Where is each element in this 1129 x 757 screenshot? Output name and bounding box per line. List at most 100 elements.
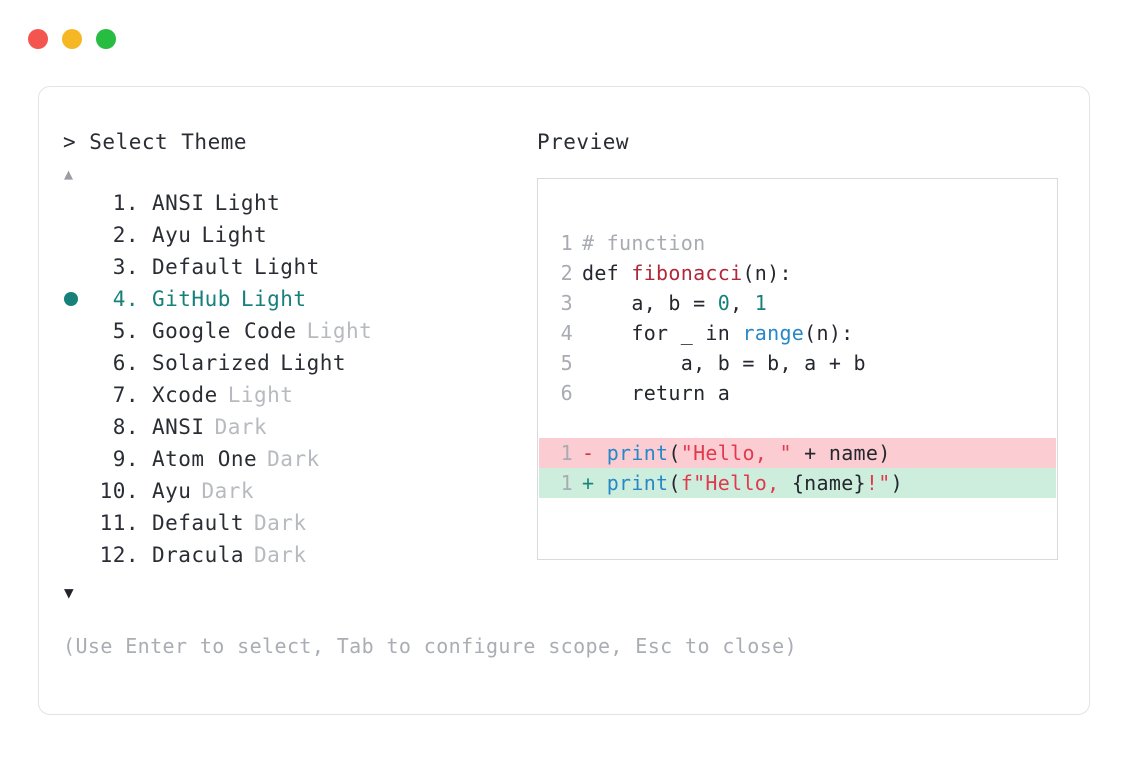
code-token: 0 [717,291,731,315]
theme-item-index: 4. [112,287,139,311]
theme-item-variant-tag: Light [254,255,320,279]
prompt-label: > Select Theme [63,130,248,154]
theme-item-variant-tag: Dark [201,479,255,503]
code-token: return a [582,381,731,405]
selection-bullet-slot [63,347,93,379]
code-line-number: 5 [560,351,573,375]
code-blank-line [539,408,1056,438]
theme-item-index: 9. [112,447,139,471]
window-titlebar [28,28,228,50]
theme-item-index: 1. [112,191,139,215]
theme-list-item[interactable]: 7. Xcode Light [63,379,533,411]
code-token: a, b = [582,291,718,315]
code-token: a, b = b, a + b [582,351,866,375]
code-line-number: 2 [560,261,573,285]
code-line: 1# function [539,228,1056,258]
maximize-dot[interactable] [96,29,116,49]
theme-list-item[interactable]: 9. Atom One Dark [63,443,533,475]
code-token: {name} [791,471,866,495]
selection-bullet-slot [63,251,93,283]
scroll-down-arrow-icon[interactable]: ▼ [64,583,74,602]
selection-bullet-slot [63,283,93,315]
diff-line-content: print(f"Hello, {name}!") [607,468,903,498]
code-token: print [606,441,669,465]
theme-item-name: Solarized [152,351,271,375]
theme-item-variant-tag: Dark [214,415,268,439]
theme-item-variant-tag: Dark [267,447,320,471]
theme-item-index: 10. [99,479,139,503]
theme-item-variant-tag: Light [280,351,347,375]
theme-item-name: Atom One [152,447,258,471]
code-line-content: return a [573,378,730,408]
theme-list-item[interactable]: 6. Solarized Light [63,347,533,379]
code-token: print [606,471,669,495]
selection-bullet-slot [63,379,93,411]
code-token: def [582,261,632,285]
scroll-up-arrow-icon[interactable]: ▲ [64,165,74,183]
code-token: (n): [804,321,854,345]
code-line-number: 6 [560,381,573,405]
preview-label: Preview [537,130,630,154]
selection-bullet-slot [63,443,93,475]
diff-line-number: 1 [560,471,573,495]
code-token: for _ in [582,321,743,345]
code-line-number: 4 [560,321,573,345]
theme-item-name: ANSI [152,415,205,439]
theme-item-variant-tag: Light [227,383,294,407]
theme-item-variant-tag: Light [201,223,268,247]
code-token: + name) [791,441,891,465]
theme-item-variant-tag: Dark [254,511,307,535]
code-token: !" [865,471,891,495]
theme-item-index: 7. [112,383,139,407]
code-token: f"Hello, [680,471,792,495]
code-token: range [742,321,805,345]
code-token: fibonacci [631,261,743,285]
diff-added-line: 1+ print(f"Hello, {name}!") [539,468,1056,498]
diff-line-number: 1 [560,441,573,465]
code-line: 5 a, b = b, a + b [539,348,1056,378]
theme-item-name: GitHub [152,287,231,311]
theme-item-name: Ayu [152,223,192,247]
theme-item-name: Default [152,511,245,535]
theme-item-variant-tag: Light [306,319,373,343]
selection-bullet-slot [63,475,93,507]
code-token: ( [668,471,681,495]
selection-bullet-slot [63,315,93,347]
code-token: "Hello, " [680,441,792,465]
diff-marker-gap [594,468,606,498]
theme-item-index: 5. [112,319,139,343]
theme-item-name: Xcode [152,383,218,407]
theme-item-index: 12. [99,543,139,567]
selection-bullet-slot [63,507,93,539]
theme-item-name: Dracula [152,543,245,567]
diff-line-content: print("Hello, " + name) [607,438,891,468]
keyboard-hint-text: (Use Enter to select, Tab to configure s… [63,634,798,658]
theme-item-index: 6. [112,351,139,375]
code-line-content: a, b = b, a + b [573,348,866,378]
diff-minus-marker: - [582,441,595,465]
code-line: 3 a, b = 0, 1 [539,288,1056,318]
code-token: # function [582,231,706,255]
minimize-dot[interactable] [62,29,82,49]
theme-item-index: 3. [112,255,139,279]
selection-bullet-icon [64,292,78,306]
code-token: ) [890,471,903,495]
code-token: (n): [742,261,792,285]
close-dot[interactable] [28,29,48,49]
selection-bullet-slot [63,411,93,443]
code-line: 2 def fibonacci(n): [539,258,1056,288]
